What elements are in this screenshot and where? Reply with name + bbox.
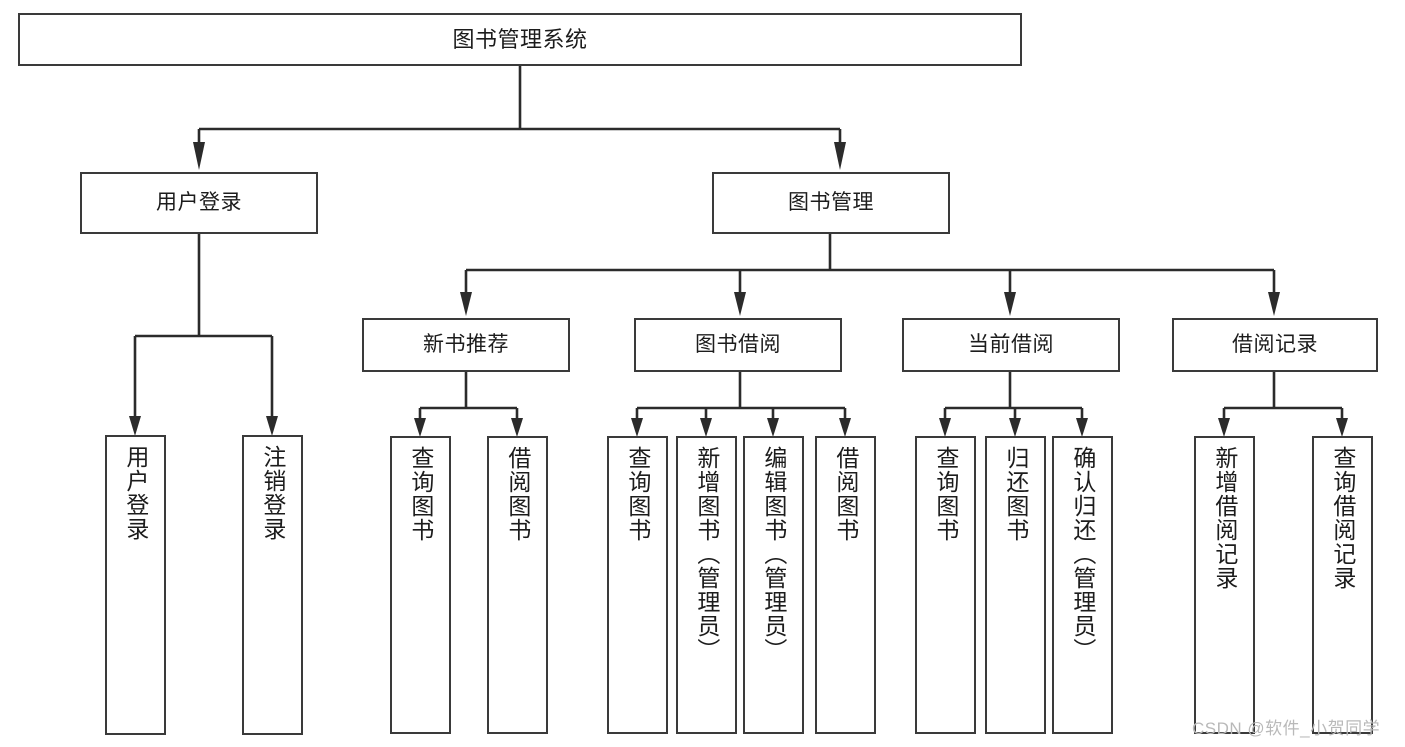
node-leaf-query-book-2[interactable]: 查询图书: [607, 436, 668, 734]
node-leaf-return-book[interactable]: 归还图书: [985, 436, 1046, 734]
watermark: CSDN @软件_小贺同学: [1192, 719, 1381, 738]
node-leaf-add-book[interactable]: 新增图书（管理员）: [676, 436, 737, 734]
node-leaf-borrow-book-2[interactable]: 借阅图书: [815, 436, 876, 734]
node-current-borrow-label: 当前借阅: [968, 332, 1054, 356]
node-leaf-query-book-3-label: 查询图书: [932, 446, 959, 542]
node-leaf-edit-book-label: 编辑图书（管理员）: [760, 446, 787, 662]
node-leaf-borrow-book-2-label: 借阅图书: [832, 446, 859, 542]
node-borrow-record-label: 借阅记录: [1232, 332, 1318, 356]
node-leaf-add-borrow-record[interactable]: 新增借阅记录: [1194, 436, 1255, 734]
node-borrow-record[interactable]: 借阅记录: [1172, 318, 1378, 372]
node-leaf-query-book-1[interactable]: 查询图书: [390, 436, 451, 734]
node-leaf-borrow-book-1-label: 借阅图书: [504, 446, 531, 542]
node-leaf-add-book-label: 新增图书（管理员）: [693, 446, 720, 662]
node-leaf-query-borrow-record-label: 查询借阅记录: [1329, 446, 1356, 590]
node-root-label: 图书管理系统: [452, 26, 588, 52]
node-leaf-confirm-return[interactable]: 确认归还（管理员）: [1052, 436, 1113, 734]
node-current-borrow[interactable]: 当前借阅: [902, 318, 1120, 372]
node-leaf-borrow-book-1[interactable]: 借阅图书: [487, 436, 548, 734]
node-user-login[interactable]: 用户登录: [80, 172, 318, 234]
node-leaf-user-logout[interactable]: 注销登录: [242, 435, 303, 735]
node-new-book-recommend[interactable]: 新书推荐: [362, 318, 570, 372]
node-book-borrow[interactable]: 图书借阅: [634, 318, 842, 372]
node-leaf-query-borrow-record[interactable]: 查询借阅记录: [1312, 436, 1373, 734]
node-book-manage[interactable]: 图书管理: [712, 172, 950, 234]
node-leaf-add-borrow-record-label: 新增借阅记录: [1211, 446, 1238, 590]
node-leaf-edit-book[interactable]: 编辑图书（管理员）: [743, 436, 804, 734]
node-new-book-recommend-label: 新书推荐: [423, 332, 509, 356]
node-leaf-query-book-3[interactable]: 查询图书: [915, 436, 976, 734]
node-book-borrow-label: 图书借阅: [695, 332, 781, 356]
node-user-login-label: 用户登录: [156, 190, 242, 214]
node-leaf-user-logout-label: 注销登录: [259, 445, 286, 541]
node-root[interactable]: 图书管理系统: [18, 13, 1022, 66]
node-leaf-return-book-label: 归还图书: [1002, 446, 1029, 542]
node-leaf-confirm-return-label: 确认归还（管理员）: [1069, 446, 1096, 662]
node-leaf-user-login[interactable]: 用户登录: [105, 435, 166, 735]
node-book-manage-label: 图书管理: [788, 190, 874, 214]
node-leaf-user-login-label: 用户登录: [122, 445, 149, 541]
node-leaf-query-book-1-label: 查询图书: [407, 446, 434, 542]
node-leaf-query-book-2-label: 查询图书: [624, 446, 651, 542]
